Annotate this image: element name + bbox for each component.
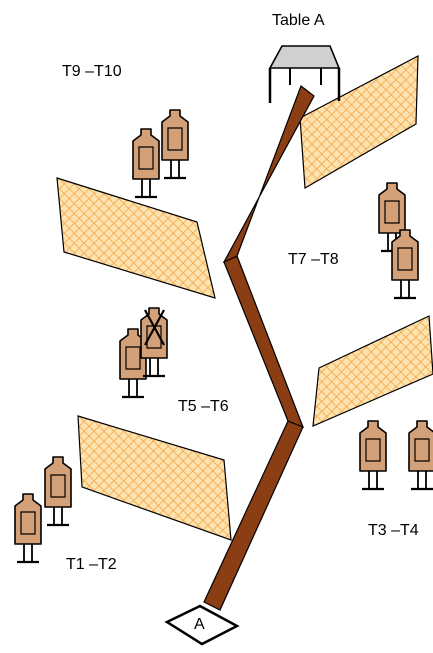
target-t9 [131, 127, 161, 199]
start-box-a [164, 604, 240, 646]
target-t10 [160, 108, 190, 180]
barrier-t1-t2 [77, 415, 232, 541]
label-t3-t4: T3 –T4 [368, 522, 419, 539]
target-t3 [358, 419, 388, 491]
target-t4 [407, 419, 433, 491]
barrier-table [299, 54, 419, 189]
shooter-path [203, 85, 315, 611]
label-t7-t8: T7 –T8 [288, 251, 339, 268]
barrier-t9-t10 [56, 177, 216, 299]
table-a-icon [268, 45, 341, 103]
target-t8 [390, 228, 420, 300]
label-t5-t6: T5 –T6 [178, 398, 229, 415]
barrier-t5-t6 [312, 315, 433, 427]
label-t9-t10: T9 –T10 [62, 63, 122, 80]
no-shoot-x-icon [144, 309, 165, 346]
target-t1 [13, 492, 43, 564]
label-t1-t2: T1 –T2 [66, 556, 117, 573]
label-start-a: A [194, 616, 205, 633]
target-t2 [43, 455, 73, 527]
label-table-a: Table A [272, 12, 325, 29]
